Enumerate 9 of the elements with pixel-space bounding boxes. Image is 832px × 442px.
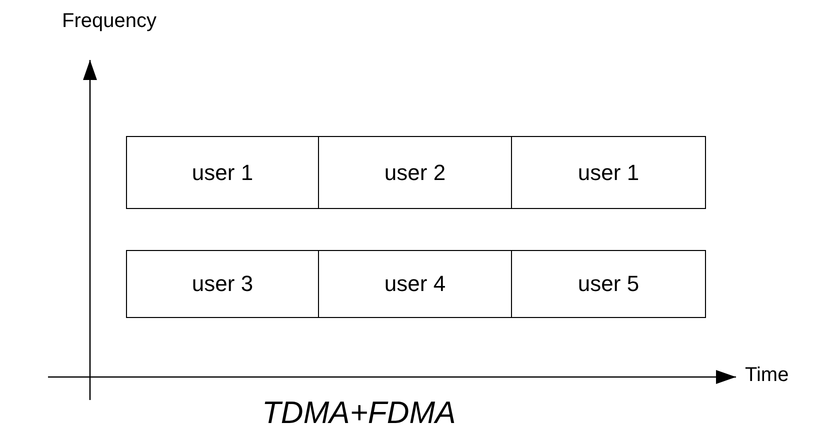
time-slot-box: user 1 [511,136,706,209]
time-slot-box: user 3 [126,250,319,318]
time-slot-box: user 5 [511,250,706,318]
time-slot-box: user 4 [318,250,512,318]
time-slot-box: user 1 [126,136,319,209]
caption: TDMA+FDMA [262,395,456,431]
axis-label: Time [745,364,789,387]
axis-label: Frequency [62,10,156,33]
time-slot-box: user 2 [318,136,512,209]
